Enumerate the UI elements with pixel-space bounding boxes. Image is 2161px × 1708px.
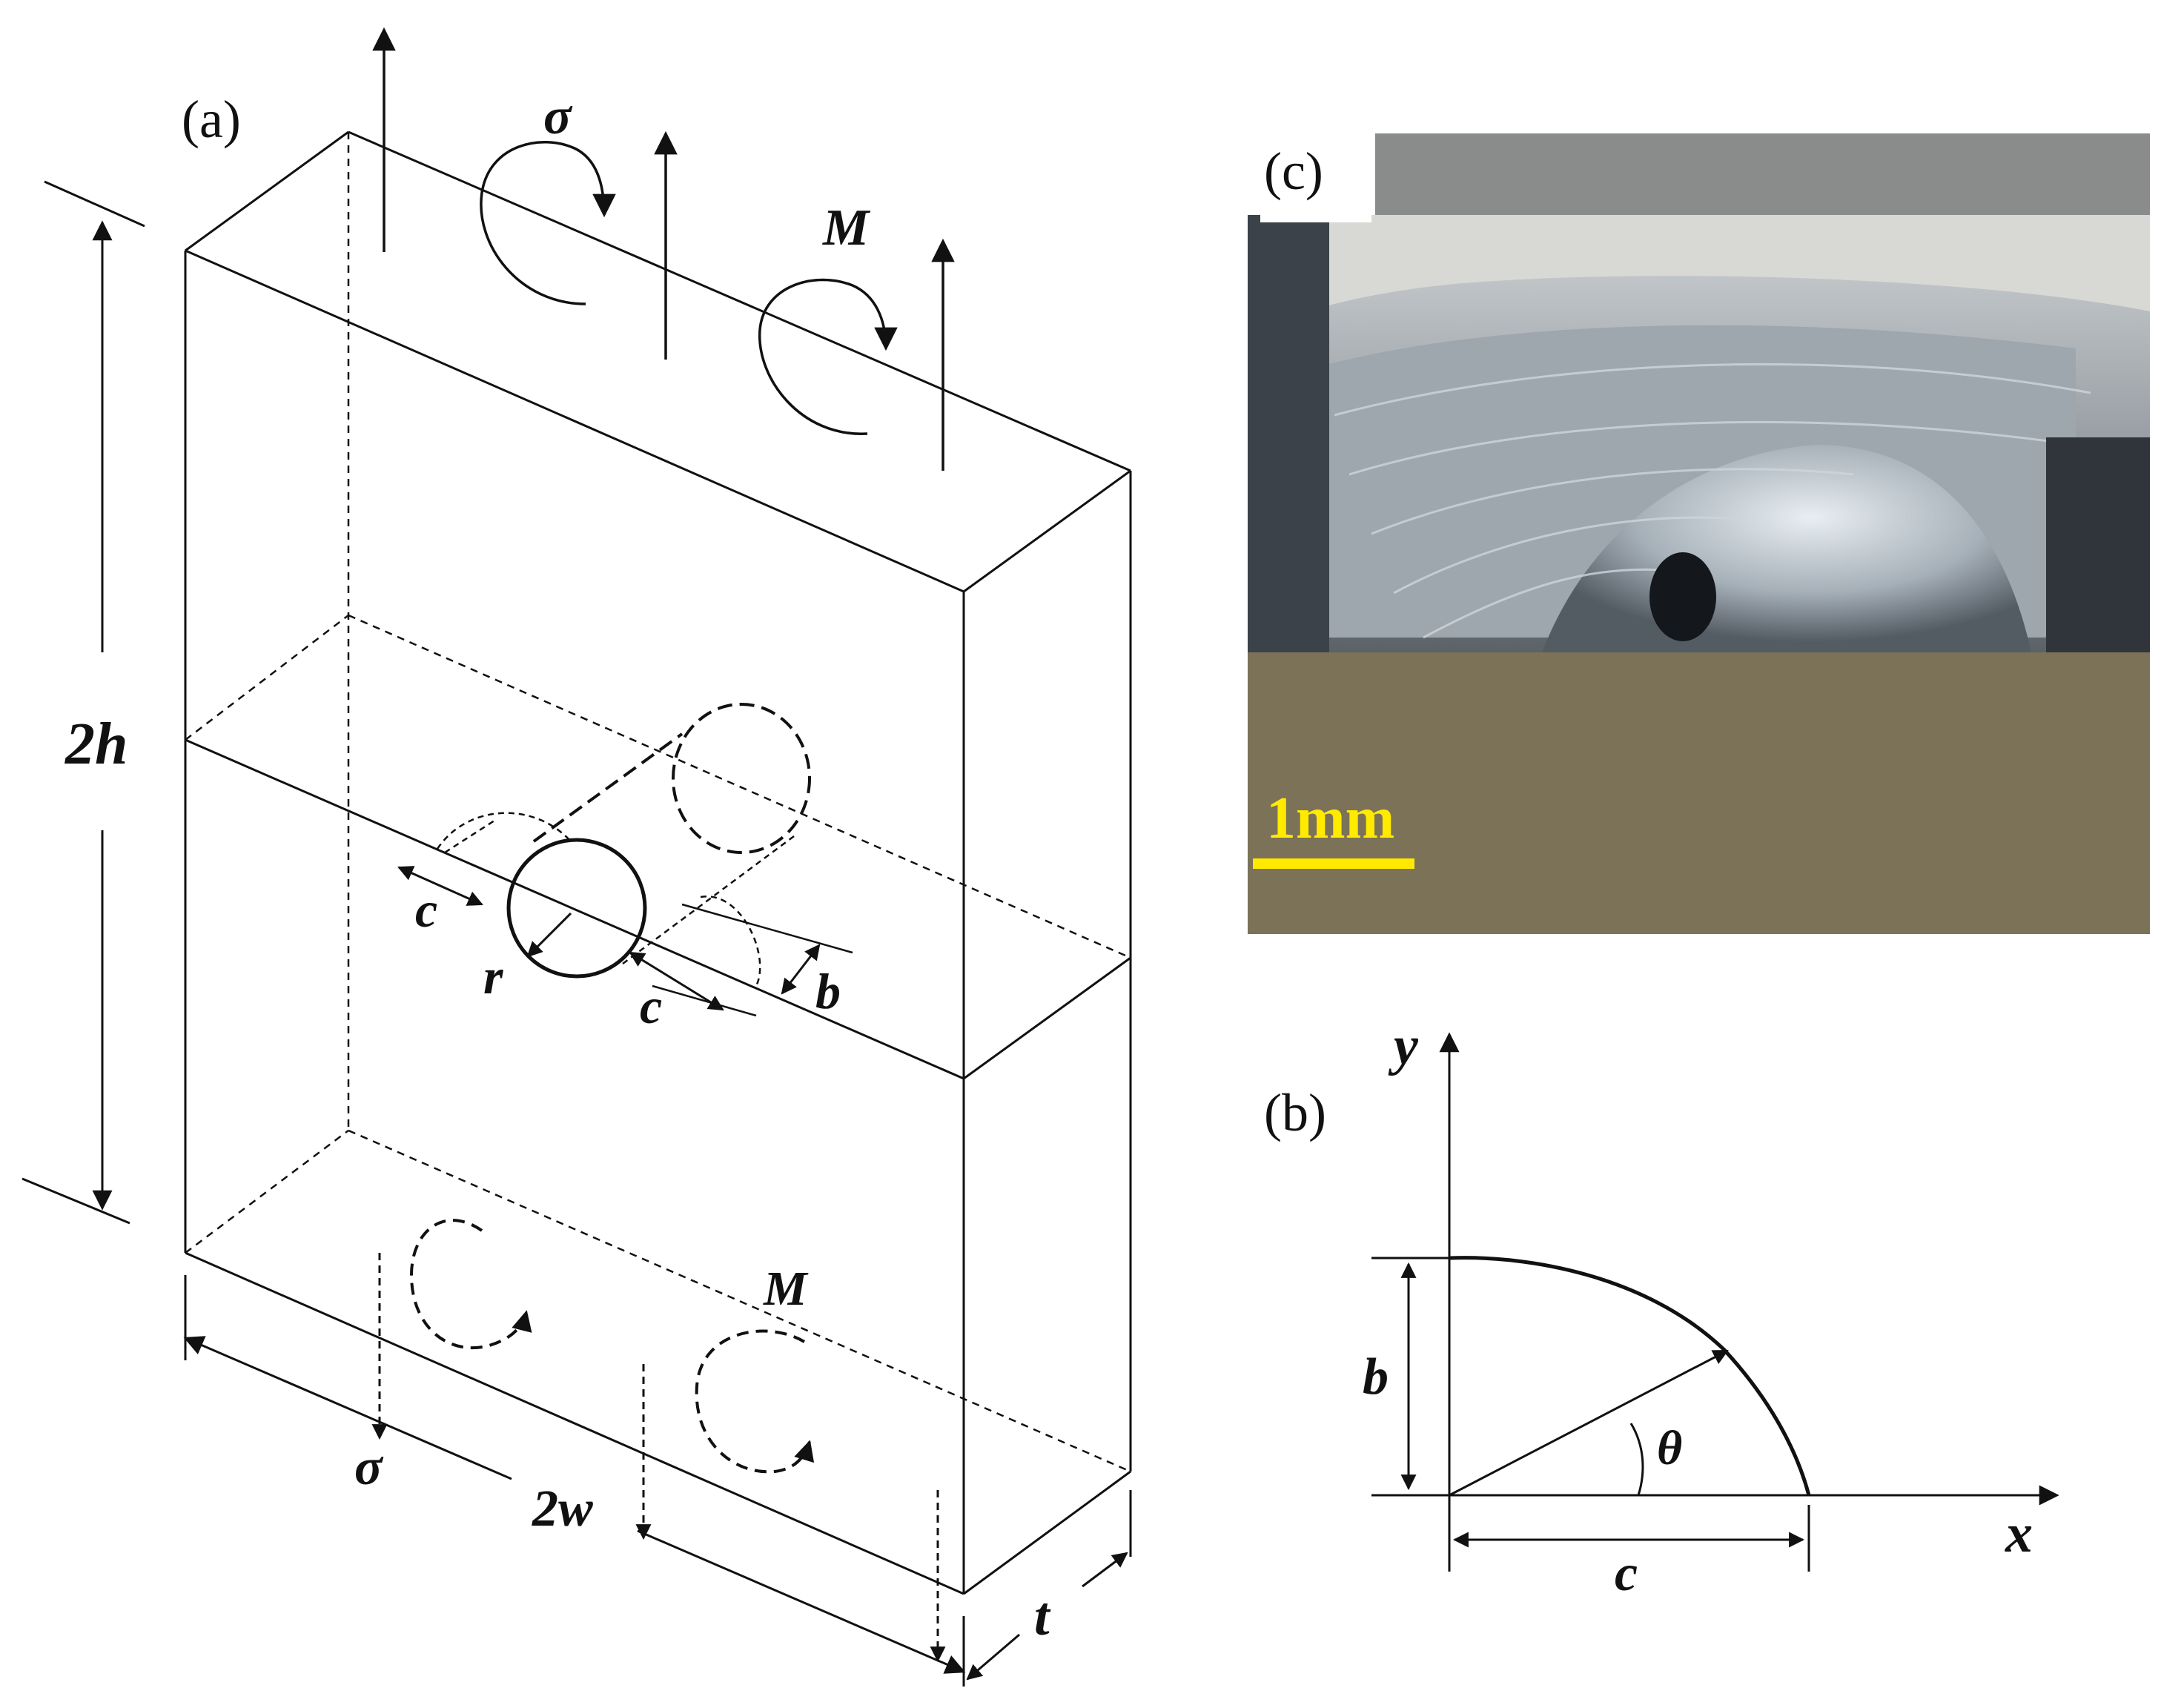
moment-curl-bottom-1 xyxy=(409,1219,532,1350)
label-moment-top: M xyxy=(822,199,871,256)
crack-front-curve xyxy=(1449,1256,1811,1496)
label-c-left: c xyxy=(415,881,437,938)
hole-circle xyxy=(506,838,647,979)
label-thickness: t xyxy=(1034,1586,1051,1647)
scale-bar-label: 1mm xyxy=(1266,786,1394,851)
crack-front-left xyxy=(436,812,572,850)
label-b-a: b xyxy=(815,963,841,1019)
label-sigma-bottom: σ xyxy=(354,1439,384,1496)
overall-dimensions xyxy=(21,180,1132,1687)
label-x-axis: x xyxy=(2005,1503,2033,1564)
crack-geometry xyxy=(397,703,853,1017)
label-width: 2w xyxy=(532,1480,593,1537)
radius-vector xyxy=(1449,1349,1729,1497)
label-b-depth: b xyxy=(1363,1348,1389,1406)
label-y-axis: y xyxy=(1388,1016,1419,1076)
tension-arrows-top xyxy=(372,27,955,471)
label-radius: r xyxy=(483,948,503,1004)
plate-hidden-edges xyxy=(185,132,1131,1473)
crack-front-right xyxy=(700,896,761,987)
panel-c-fracture-photo: 1mm xyxy=(1248,133,2150,934)
label-theta: θ xyxy=(1657,1421,1682,1475)
tension-arrows-bottom xyxy=(371,1253,946,1663)
panel-a-tag: (a) xyxy=(182,90,241,149)
back-hole-outline xyxy=(672,703,811,854)
panel-a-plate-diagram xyxy=(21,27,1132,1687)
moment-curl-top-2 xyxy=(758,278,898,435)
label-height: 2h xyxy=(64,712,128,777)
panel-b-crack-schematic xyxy=(1371,1032,2059,1572)
moment-curl-top-1 xyxy=(480,141,616,305)
label-c-right: c xyxy=(640,978,662,1034)
label-c-length: c xyxy=(1615,1545,1638,1602)
panel-c-tag: (c) xyxy=(1264,142,1323,201)
moment-curl-bottom-2 xyxy=(695,1329,815,1474)
plate-box-outline xyxy=(184,130,1132,1595)
label-moment-bottom: M xyxy=(763,1262,809,1316)
label-sigma-top: σ xyxy=(543,88,573,145)
panel-b-tag: (b) xyxy=(1264,1083,1326,1142)
angle-arc xyxy=(1629,1423,1644,1496)
